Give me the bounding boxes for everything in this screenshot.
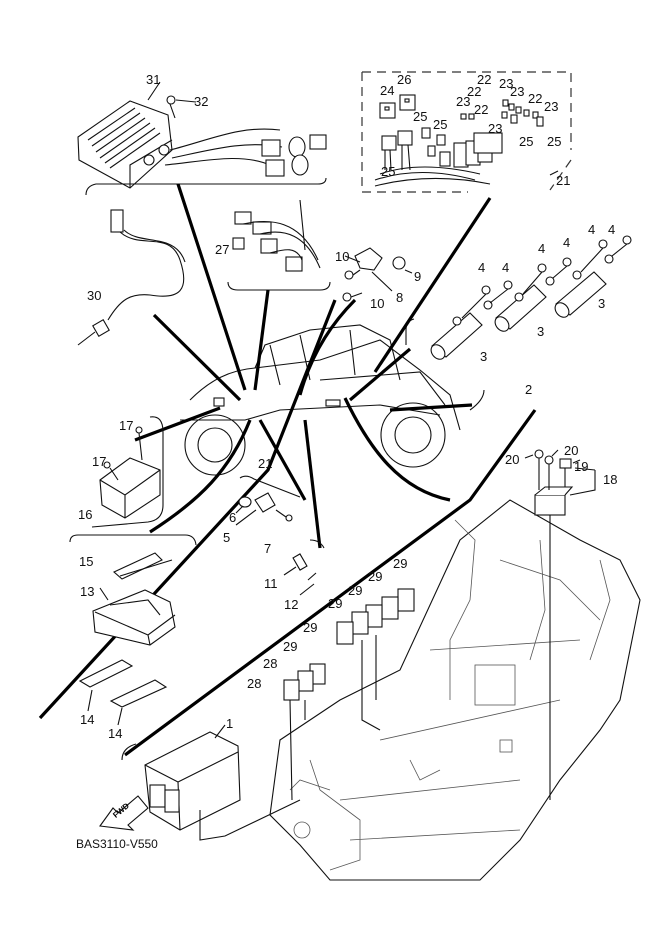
callout-4: 4 — [478, 260, 486, 275]
sensor-5-7 — [235, 492, 293, 526]
callout-2: 2 — [525, 382, 533, 397]
callout-21: 21 — [556, 173, 571, 188]
callout-4: 4 — [538, 241, 546, 256]
callout-20: 20 — [564, 443, 579, 458]
sensor-11 — [283, 553, 317, 596]
battery-lead — [77, 209, 186, 346]
callout-4: 4 — [588, 222, 596, 237]
callout-31: 31 — [146, 72, 161, 87]
callout-29: 29 — [303, 620, 318, 635]
relays — [283, 588, 415, 801]
callout-10: 10 — [335, 249, 350, 264]
callout-17: 17 — [119, 418, 134, 433]
inset-brackets — [69, 389, 485, 761]
callout-25: 25 — [433, 117, 448, 132]
callout-28: 28 — [263, 656, 278, 671]
callout-29: 29 — [283, 639, 298, 654]
callout-32: 32 — [194, 94, 209, 109]
callout-23: 23 — [488, 121, 503, 136]
callout-17: 17 — [92, 454, 107, 469]
speed-sensor — [342, 247, 413, 302]
callout-3: 3 — [480, 349, 488, 364]
callout-26: 26 — [397, 72, 412, 87]
callout-27: 27 — [215, 242, 230, 257]
callout-22: 22 — [467, 84, 482, 99]
callout-6: 6 — [229, 510, 237, 525]
callout-20: 20 — [505, 452, 520, 467]
fwd-arrow-icon — [99, 795, 149, 831]
callout-5: 5 — [223, 530, 231, 545]
fuel-injectors — [405, 235, 632, 360]
callout-23: 23 — [456, 94, 471, 109]
callout-21: 21 — [258, 456, 273, 471]
callout-25: 25 — [413, 109, 428, 124]
callout-22: 22 — [528, 91, 543, 106]
ecu-1 — [144, 724, 301, 841]
callout-9: 9 — [414, 269, 422, 284]
callout-24: 24 — [380, 83, 395, 98]
callout-23: 23 — [544, 99, 559, 114]
callout-30: 30 — [87, 288, 102, 303]
callout-22: 22 — [477, 72, 492, 87]
cdi-unit — [77, 81, 327, 196]
callout-14: 14 — [80, 712, 95, 727]
callout-29: 29 — [393, 556, 408, 571]
starter-relay — [524, 449, 596, 800]
callout-25: 25 — [381, 164, 396, 179]
callout-4: 4 — [563, 235, 571, 250]
battery-parts — [78, 552, 176, 726]
callout-25: 25 — [519, 134, 534, 149]
callout-18: 18 — [603, 472, 618, 487]
callout-4: 4 — [502, 260, 510, 275]
callout-28: 28 — [247, 676, 262, 691]
callout-12: 12 — [284, 597, 299, 612]
callout-15: 15 — [79, 554, 94, 569]
fuse-box-inset — [361, 71, 572, 193]
callout-23: 23 — [510, 84, 525, 99]
sub-harness — [227, 199, 331, 291]
callout-11: 11 — [264, 576, 278, 591]
callout-7: 7 — [264, 541, 272, 556]
callout-14: 14 — [108, 726, 123, 741]
cover-16 — [99, 426, 161, 519]
callout-29: 29 — [348, 583, 363, 598]
callout-4: 4 — [608, 222, 616, 237]
callout-8: 8 — [396, 290, 404, 305]
diagram-code: BAS3110-V550 — [76, 837, 158, 851]
frame-outline — [269, 499, 641, 881]
callout-16: 16 — [78, 507, 93, 522]
callout-23: 23 — [499, 76, 514, 91]
callout-19: 19 — [574, 459, 589, 474]
callout-3: 3 — [537, 324, 545, 339]
relay-26 — [399, 94, 416, 111]
callout-13: 13 — [80, 584, 95, 599]
callout-29: 29 — [368, 569, 383, 584]
callout-25: 25 — [547, 134, 562, 149]
callout-10: 10 — [370, 296, 385, 311]
callout-3: 3 — [598, 296, 606, 311]
relay-24 — [379, 102, 396, 119]
callout-29: 29 — [328, 596, 343, 611]
callout-1: 1 — [226, 716, 234, 731]
callout-22: 22 — [474, 102, 489, 117]
